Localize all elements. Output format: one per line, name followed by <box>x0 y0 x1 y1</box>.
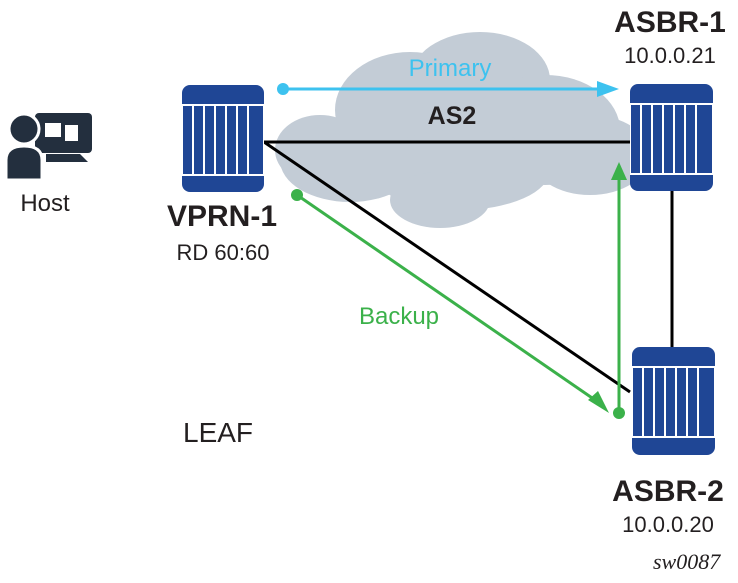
as2-cloud <box>275 32 650 228</box>
router-icon <box>182 85 264 192</box>
node-name-vprn1: VPRN-1 <box>166 200 278 233</box>
cloud-label: AS2 <box>427 102 477 130</box>
backup-arrowhead-1 <box>588 391 609 413</box>
backup-arrowhead-2 <box>611 162 627 180</box>
node-ip-asbr1: 10.0.0.21 <box>624 43 716 68</box>
region-label-leaf: LEAF <box>183 417 254 448</box>
host-user-monitor-icon <box>4 112 92 182</box>
primary-arrowhead <box>597 81 619 97</box>
backup-path-label: Backup <box>358 303 440 330</box>
primary-path <box>277 81 619 97</box>
backup-path <box>291 162 627 419</box>
host-label: Host <box>20 190 70 217</box>
primary-path-label: Primary <box>408 55 492 82</box>
figure-id: sw0087 <box>653 549 721 574</box>
node-name-asbr2: ASBR-2 <box>612 475 724 508</box>
router-icon <box>632 347 715 455</box>
link-vprn1-asbr2 <box>263 140 631 394</box>
router-icon <box>630 84 713 191</box>
node-rd-vprn1: RD 60:60 <box>176 240 270 265</box>
node-ip-asbr2: 10.0.0.20 <box>622 512 714 537</box>
node-name-asbr1: ASBR-1 <box>614 6 726 39</box>
